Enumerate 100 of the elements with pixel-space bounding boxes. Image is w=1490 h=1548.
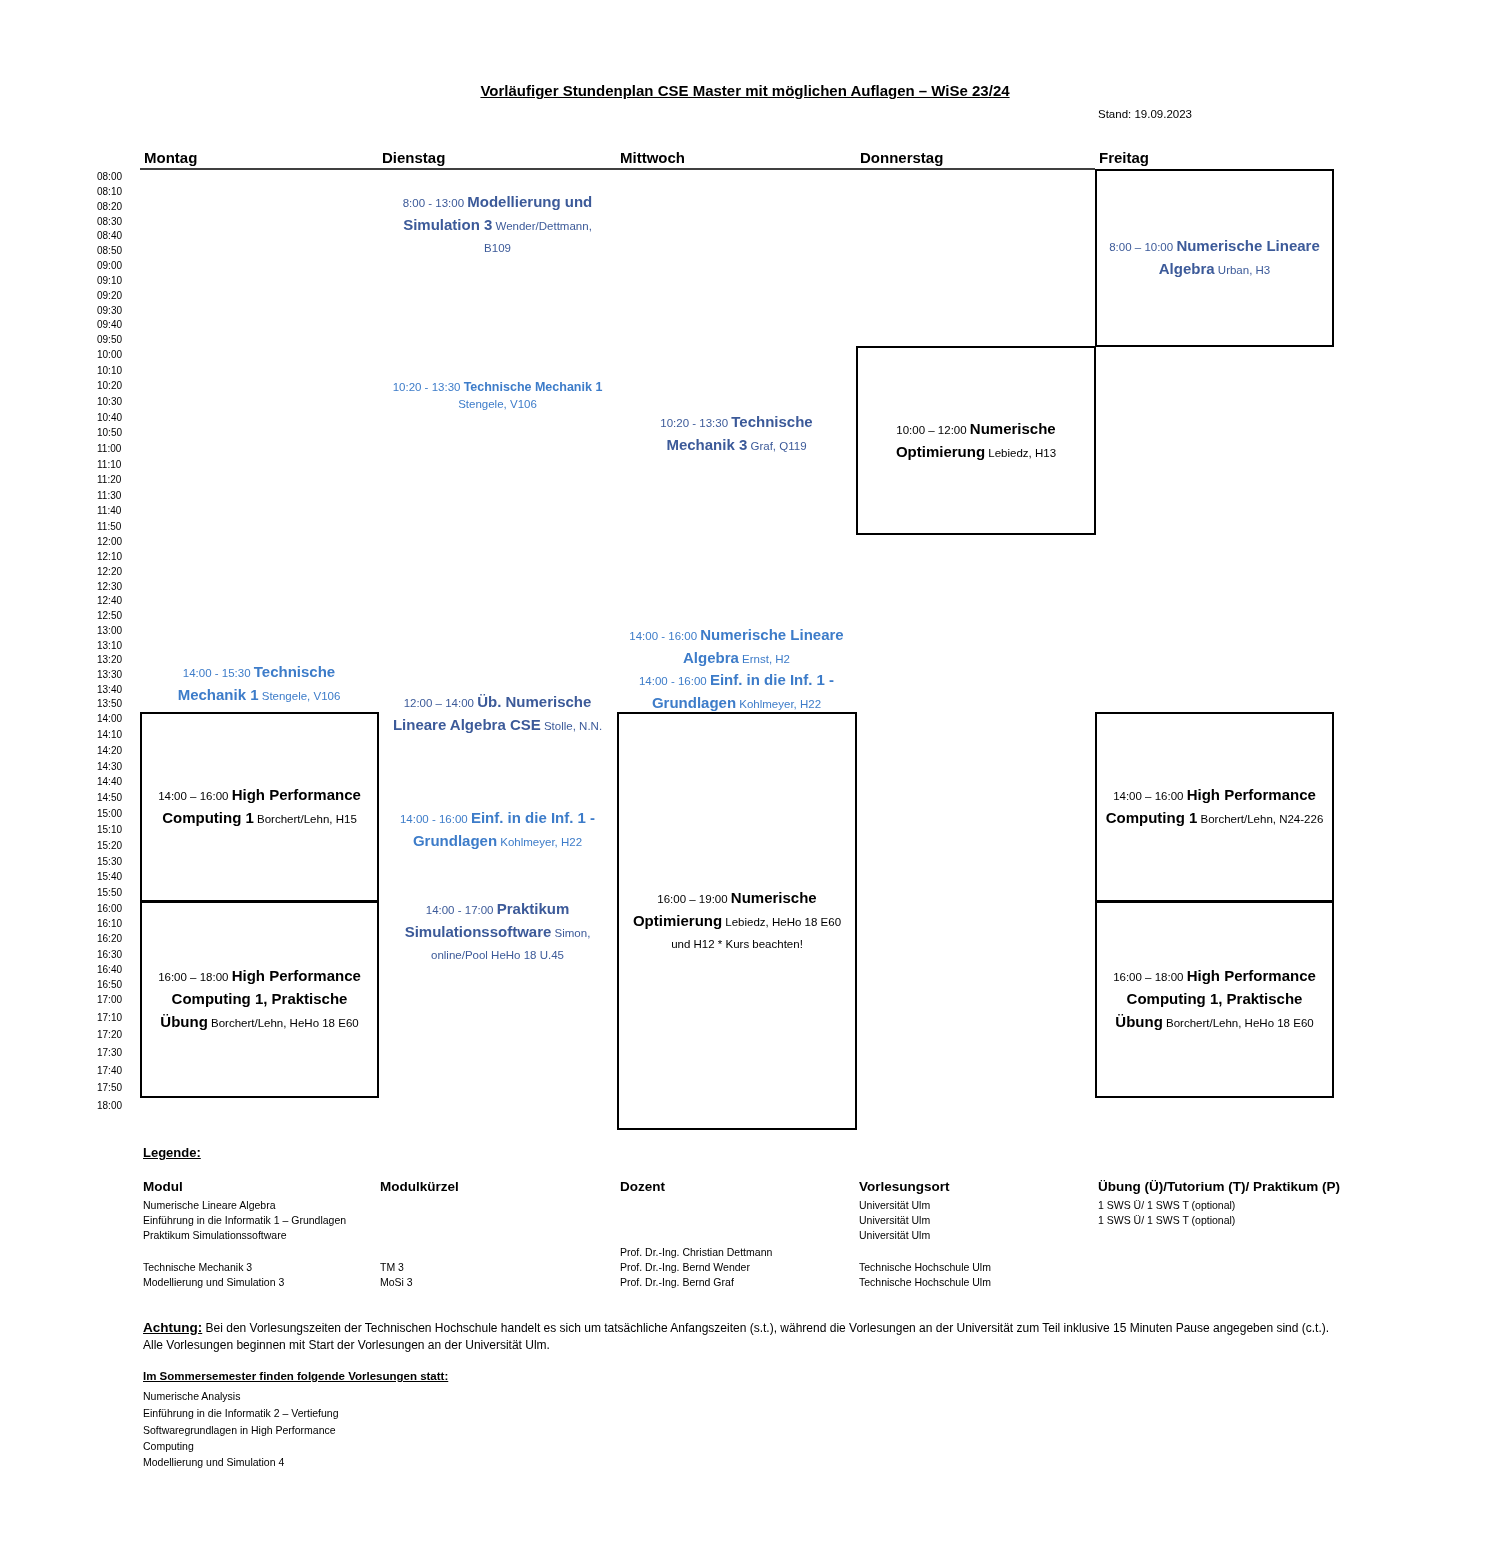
time-label: 08:10 — [97, 186, 123, 198]
time-label: 16:50 — [97, 979, 123, 991]
table-cell: MoSi 3 — [380, 1276, 413, 1288]
time-label: 10:10 — [97, 365, 123, 377]
table-cell: Technische Mechanik 3 — [143, 1261, 253, 1273]
time-label: 08:00 — [97, 171, 123, 183]
course-entry: 14:00 - 16:00 Einf. in die Inf. 1 - Grundlagen Kohlmeyer, H22 — [637, 670, 836, 713]
time-label: 16:30 — [97, 949, 123, 961]
time-label: 09:30 — [97, 305, 123, 317]
course-box — [140, 901, 379, 1098]
time-label: 17:50 — [97, 1082, 123, 1094]
time-label: 15:40 — [97, 871, 123, 883]
section-heading: Legende: — [143, 1145, 201, 1160]
column-header: Dozent — [620, 1179, 665, 1194]
course-entry: 14:00 – 16:00 High Performance Computing 1 Borchert/Lehn, H15 — [157, 785, 362, 828]
time-label: 17:40 — [97, 1065, 123, 1077]
time-label: 10:40 — [97, 412, 123, 424]
time-label: 08:20 — [97, 201, 123, 213]
time-label: 13:10 — [97, 640, 123, 652]
time-label: 11:20 — [97, 474, 122, 486]
table-cell: Universität Ulm — [859, 1199, 931, 1211]
time-label: 08:30 — [97, 216, 123, 228]
time-label: 16:10 — [97, 918, 123, 930]
list-item: Numerische Analysis — [143, 1389, 241, 1404]
course-entry: 8:00 - 13:00 Modellierung und Simulation 3 Wender/Dettmann, B109 — [401, 192, 594, 256]
time-label: 09:50 — [97, 334, 123, 346]
table-cell: Technische Hochschule Ulm — [859, 1276, 991, 1288]
day-header: Montag — [144, 149, 198, 166]
table-cell: Praktikum Simulationssoftware — [143, 1229, 287, 1241]
date-note: Stand: 19.09.2023 — [1098, 108, 1192, 120]
time-label: 12:40 — [97, 595, 123, 607]
time-label: 15:50 — [97, 887, 123, 899]
course-entry: 14:00 - 16:00 Einf. in die Inf. 1 - Grundlagen Kohlmeyer, H22 — [398, 808, 597, 851]
time-label: 11:10 — [97, 459, 122, 471]
time-label: 17:10 — [97, 1012, 123, 1024]
table-cell: 1 SWS Ü/ 1 SWS T (optional) — [1098, 1199, 1236, 1211]
table-cell: Universität Ulm — [859, 1229, 931, 1241]
course-box — [856, 346, 1096, 535]
time-label: 13:40 — [97, 684, 123, 696]
time-label: 10:50 — [97, 427, 123, 439]
time-label: 14:30 — [97, 761, 123, 773]
day-header: Mittwoch — [620, 149, 685, 166]
time-label: 09:00 — [97, 260, 123, 272]
time-label: 12:00 — [97, 536, 123, 548]
course-box — [1095, 169, 1334, 347]
time-label: 14:20 — [97, 745, 123, 757]
list-item: Einführung in die Informatik 2 – Vertiefung — [143, 1406, 339, 1421]
time-label: 15:10 — [97, 824, 123, 836]
course-entry: 16:00 – 19:00 Numerische Optimierung Lebiedz, HeHo 18 E60 und H12 * Kurs beachten! — [631, 888, 843, 952]
course-entry: 10:20 - 13:30 Technische Mechanik 1 Stengele, V106 — [391, 379, 604, 412]
course-entry: 14:00 - 16:00 Numerische Lineare Algebra Ernst, H2 — [628, 625, 845, 668]
time-label: 13:50 — [97, 698, 123, 710]
time-label: 17:20 — [97, 1029, 123, 1041]
time-label: 10:20 — [97, 380, 123, 392]
column-header: Modulkürzel — [380, 1179, 459, 1194]
section-heading: Im Sommersemester finden folgende Vorlesungen statt: — [143, 1370, 449, 1382]
table-cell: Prof. Dr.-Ing. Bernd Wender — [620, 1261, 750, 1273]
table-cell: Prof. Dr.-Ing. Bernd Graf — [620, 1276, 734, 1288]
time-label: 10:30 — [97, 396, 123, 408]
table-cell: Einführung in die Informatik 1 – Grundlagen — [143, 1214, 347, 1226]
column-header: Vorlesungsort — [859, 1179, 950, 1194]
time-label: 16:20 — [97, 933, 123, 945]
list-item: Modellierung und Simulation 4 — [143, 1455, 285, 1470]
time-label: 11:00 — [97, 443, 122, 455]
course-box — [617, 712, 857, 1130]
time-label: 10:00 — [97, 349, 123, 361]
column-header: Übung (Ü)/Tutorium (T)/ Praktikum (P) — [1098, 1179, 1340, 1194]
time-label: 14:50 — [97, 792, 123, 804]
course-entry: 16:00 – 18:00 High Performance Computing 1, Praktische Übung Borchert/Lehn, HeHo 18 E60 — [157, 966, 362, 1032]
time-label: 13:20 — [97, 654, 123, 666]
time-label: 13:00 — [97, 625, 123, 637]
table-cell: TM 3 — [380, 1261, 404, 1273]
table-cell: Universität Ulm — [859, 1214, 931, 1226]
time-label: 18:00 — [97, 1100, 123, 1112]
day-header: Dienstag — [382, 149, 446, 166]
day-header: Freitag — [1099, 149, 1149, 166]
time-label: 14:10 — [97, 729, 123, 741]
course-entry: 14:00 - 15:30 Technische Mechanik 1 Stengele, V106 — [176, 662, 342, 705]
table-cell: 1 SWS Ü/ 1 SWS T (optional) — [1098, 1214, 1236, 1226]
note-text: Alle Vorlesungen beginnen mit Start der Vorlesungen an der Universität Ulm. — [143, 1338, 551, 1352]
time-label: 09:10 — [97, 275, 123, 287]
column-header: Modul — [143, 1179, 183, 1194]
time-label: 11:50 — [97, 521, 122, 533]
table-cell: Modellierung und Simulation 3 — [143, 1276, 285, 1288]
time-label: 14:40 — [97, 776, 123, 788]
time-label: 12:10 — [97, 551, 123, 563]
course-entry: 14:00 - 17:00 Praktikum Simulationssoftware Simon, online/Pool HeHo 18 U.45 — [403, 899, 592, 963]
time-label: 09:40 — [97, 319, 123, 331]
course-entry: 14:00 – 16:00 High Performance Computing 1 Borchert/Lehn, N24-226 — [1104, 785, 1325, 828]
time-label: 17:00 — [97, 994, 123, 1006]
course-entry: 8:00 – 10:00 Numerische Lineare Algebra Urban, H3 — [1108, 236, 1321, 279]
time-label: 15:20 — [97, 840, 123, 852]
time-label: 12:30 — [97, 581, 123, 593]
course-box — [1095, 901, 1334, 1098]
time-label: 13:30 — [97, 669, 123, 681]
course-entry: 16:00 – 18:00 High Performance Computing 1, Praktische Übung Borchert/Lehn, HeHo 18 E60 — [1112, 966, 1317, 1032]
course-box — [1095, 712, 1334, 902]
time-label: 15:30 — [97, 856, 123, 868]
course-entry: 10:20 - 13:30 Technische Mechanik 3 Graf, Q119 — [659, 412, 814, 455]
course-entry: 12:00 – 14:00 Üb. Numerische Lineare Algebra CSE Stolle, N.N. — [391, 692, 604, 735]
